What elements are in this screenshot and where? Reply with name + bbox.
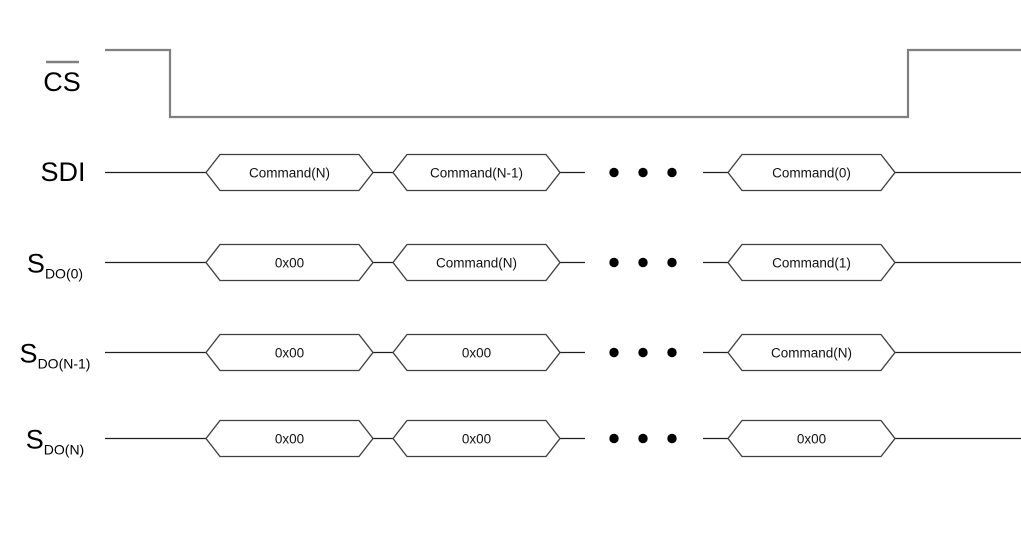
bus-hexagon [727,243,896,282]
signal-label-sdi: SDI [40,157,85,187]
ellipsis-dot [638,167,648,178]
bus-hexagon [727,153,896,192]
ellipsis-dot [609,347,619,358]
cs-label: CS [43,67,81,97]
bus-hexagon [392,243,561,282]
signal-row-sdo0: SDO(0) 0x00 Command(N) Command(1) [27,243,1021,282]
signal-label-base: S [26,425,44,455]
bus-cell-value: 0x00 [275,431,304,446]
signal-row-sdon: SDO(N) 0x00 0x00 0x00 [26,419,1021,458]
ellipsis-dot [667,433,677,444]
bus-hexagon [205,153,374,192]
bus-cell-value: 0x00 [275,255,304,270]
bus-cell-value: Command(N) [249,165,330,180]
signal-row-sdon1: SDO(N-1) 0x00 0x00 Command(N) [20,333,1021,372]
signal-label-base: S [27,249,45,279]
bus-hexagon [205,419,374,458]
signal-label-sdon: SDO(N) [26,425,84,458]
signal-label-sdon1: SDO(N-1) [20,339,91,372]
ellipsis-dot [609,433,619,444]
ellipsis-dot [609,167,619,178]
bus-cell-value: Command(1) [772,255,851,270]
signal-label-subscript: DO(0) [45,266,83,282]
ellipsis-dot [638,257,648,268]
bus-cell-value: Command(N) [436,255,517,270]
signal-row-sdi: SDI Command(N) Command(N-1) Command(0) [40,153,1021,192]
bus-cell-value: Command(N) [771,345,852,360]
bus-hexagon [205,243,374,282]
ellipsis-dot [609,257,619,268]
signal-label-base: SDI [40,157,85,187]
ellipsis-dot [667,347,677,358]
ellipsis-dot [638,433,648,444]
bus-hexagon [205,333,374,372]
bus-cell-value: Command(0) [772,165,851,180]
bus-cell-value: 0x00 [462,345,491,360]
ellipsis-dot [667,167,677,178]
bus-cell-value: 0x00 [462,431,491,446]
bus-hexagon [392,333,561,372]
signal-label-base: S [20,339,38,369]
signal-label-subscript: DO(N) [44,442,84,458]
bus-hexagon [392,419,561,458]
signal-label-subscript: DO(N-1) [38,356,91,372]
bus-hexagon [727,419,896,458]
bus-cell-value: 0x00 [797,431,826,446]
cs-trace [105,48,1021,119]
bus-cell-value: 0x00 [275,345,304,360]
ellipsis-dot [667,257,677,268]
bus-hexagon [392,153,561,192]
bus-cell-value: Command(N-1) [430,165,523,180]
signal-label-sdo0: SDO(0) [27,249,83,282]
bus-hexagon [727,333,896,372]
ellipsis-dot [638,347,648,358]
